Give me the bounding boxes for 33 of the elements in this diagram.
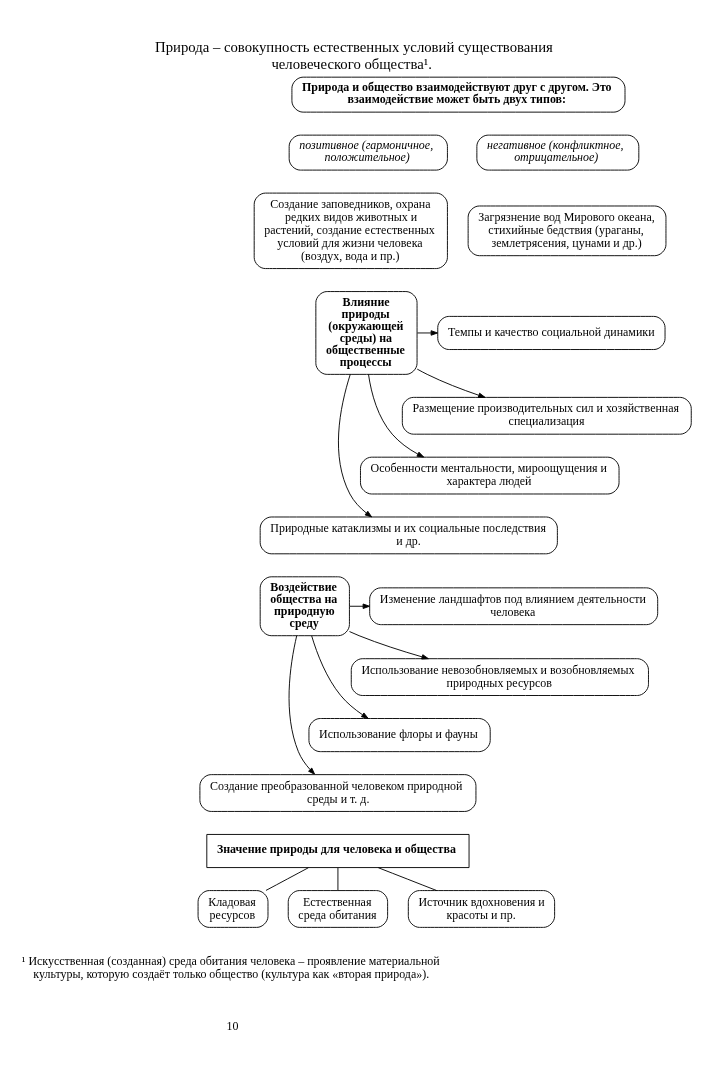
- node-box: Особенности ментальности, мироощущения и характера людей: [360, 456, 620, 495]
- arrow: [416, 330, 438, 336]
- node-box: Источник вдохновения и красоты и пр.: [407, 890, 556, 928]
- diagram-title: Природа – совокупность естественных условий существования человеческого общества¹.: [155, 39, 553, 72]
- label: 10: [226, 1018, 239, 1033]
- node-box: Значение природы для человека и общества: [206, 834, 470, 869]
- label: ¹ Искусственная (созданная) среда обитания человека – проявление материальной культуры, которую создаёт только общество (культура как «вторая природа»).: [21, 954, 440, 982]
- node-box: Изменение ландшафтов под влиянием деятельности человека: [369, 587, 659, 626]
- node-box: Естественная среда обитания: [287, 890, 389, 928]
- arrow: [416, 368, 486, 398]
- arrow: [288, 635, 316, 775]
- arrow: [311, 635, 369, 719]
- node-box: Природные катаклизмы и их социальные последствия и др.: [259, 516, 558, 555]
- arrow: [368, 374, 425, 458]
- node-box: Темпы и качество социальной динамики: [437, 315, 666, 350]
- node-box: позитивное (гармоничное, положительное): [288, 134, 448, 171]
- connector: [377, 867, 438, 891]
- node-box: Размещение производительных сил и хозяйственная специализация: [401, 396, 692, 435]
- node-box: Кладовая ресурсов: [197, 890, 269, 928]
- node-box: негативное (конфликтное, отрицательное): [476, 134, 640, 171]
- node-box: Использование невозобновляемых и возобновляемых природных ресурсов: [350, 658, 649, 696]
- arrow: [349, 631, 429, 660]
- arrow: [337, 373, 373, 518]
- node-box: Воздействие общества на природную среду: [259, 576, 350, 637]
- node-box: Использование флоры и фауны: [308, 718, 491, 753]
- arrow: [349, 603, 370, 609]
- node-box: Создание преобразованной человеком природной среды и т. д.: [199, 774, 477, 812]
- connector: [337, 867, 339, 891]
- node-box: Природа и общество взаимодействуют друг с другом. Это взаимодействие может быть двух типов:: [291, 76, 626, 113]
- node-box: Создание заповедников, охрана редких видов животных и растений, создание естественных условий для жизни человека (воздух, вода и пр.): [253, 192, 448, 269]
- node-box: Влияние природы (окружающей среды) на общественные процессы: [315, 291, 418, 375]
- connector: [265, 867, 309, 891]
- node-box: Загрязнение вод Мирового океана, стихийные бедствия (ураганы, землетрясения, цунами и др.): [467, 205, 667, 257]
